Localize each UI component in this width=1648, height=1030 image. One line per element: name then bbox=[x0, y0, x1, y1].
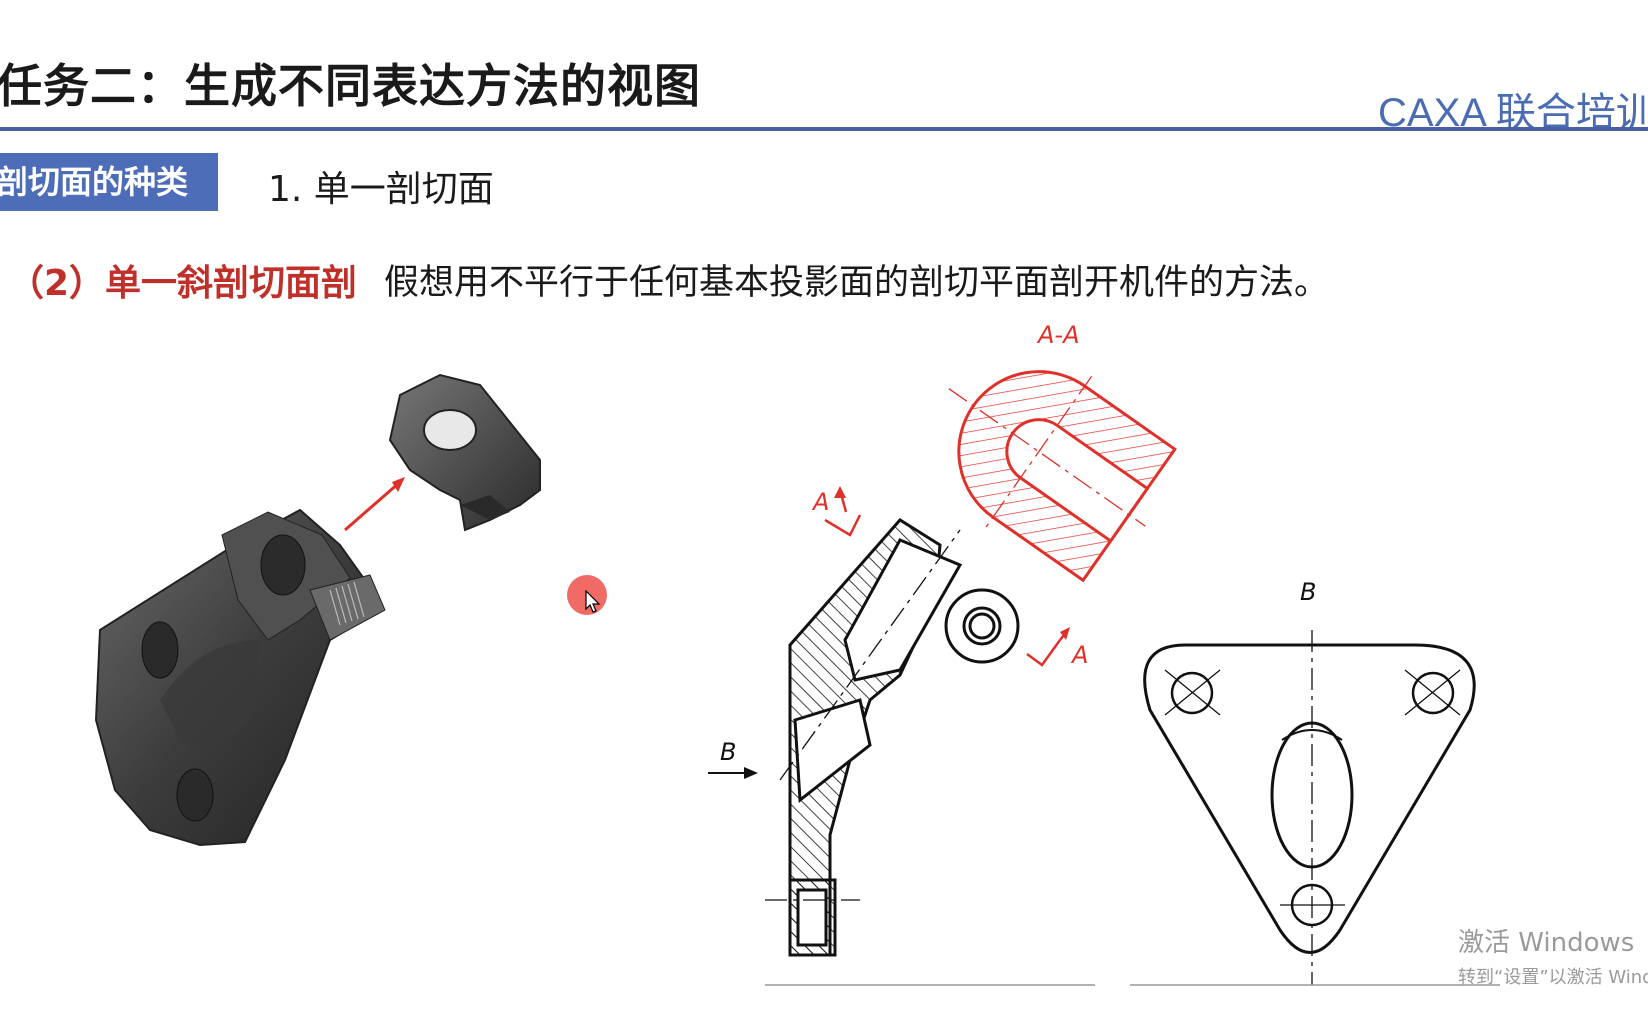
watermark-line1: 激活 Windows bbox=[1458, 928, 1635, 958]
section-title-label: A-A bbox=[1036, 321, 1080, 349]
watermark-line2: 转到“设置”以激活 Windows。 bbox=[1458, 967, 1648, 988]
section-item: 1. 单一剖切面 bbox=[268, 169, 494, 210]
mouse-pointer-icon bbox=[585, 590, 601, 613]
view-arrow-label: B bbox=[720, 738, 736, 766]
header-rule bbox=[0, 127, 1648, 131]
part-3d-model bbox=[94, 373, 541, 847]
view-b-drawing bbox=[1143, 630, 1476, 985]
sub-heading: （2）单一斜剖切面剖 bbox=[8, 263, 358, 304]
activation-watermark: 激活 Windows 转到“设置”以激活 Windows。 bbox=[1458, 922, 1648, 989]
cut-label-top: A bbox=[811, 488, 829, 516]
cut-label-right: A bbox=[1070, 641, 1088, 669]
slide-title: 任务二：生成不同表达方法的视图 bbox=[0, 59, 701, 113]
view-b-arrow bbox=[708, 767, 758, 779]
red-section-view bbox=[948, 370, 1177, 583]
description-text: 假想用不平行于任何基本投影面的剖切平面剖开机件的方法。 bbox=[384, 263, 1330, 303]
cutting-plane-symbols bbox=[824, 486, 1070, 667]
section-badge: 剖切面的种类 bbox=[0, 153, 218, 211]
section-badge-label: 剖切面的种类 bbox=[0, 163, 189, 201]
main-section-view bbox=[765, 518, 1020, 957]
view-b-title: B bbox=[1300, 578, 1316, 606]
